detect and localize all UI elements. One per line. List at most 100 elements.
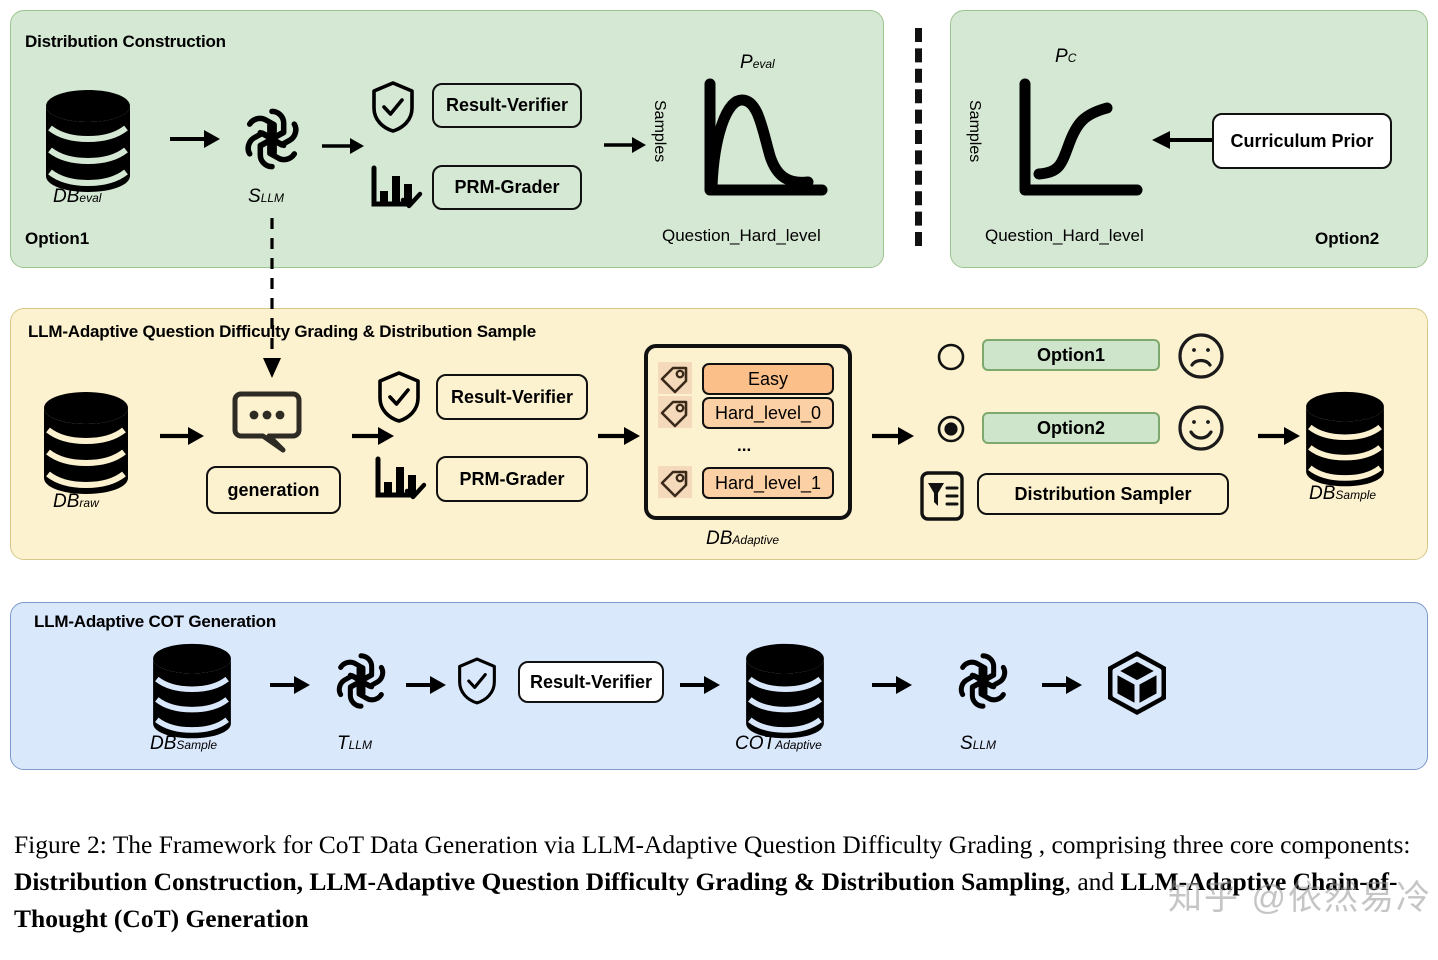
p-c-curve-chart bbox=[1015, 78, 1145, 200]
p-c-label-sub: C bbox=[1067, 51, 1077, 65]
db-raw-icon bbox=[40, 390, 132, 498]
panel-distribution-title: Distribution Construction bbox=[25, 32, 226, 51]
arrow-cot-to-sllm bbox=[872, 674, 914, 696]
speech-bubble-icon bbox=[232, 388, 305, 454]
p-eval-label: Peval bbox=[740, 52, 775, 74]
samples-axis-label-top: Samples bbox=[651, 100, 668, 163]
db-raw-label-sub: raw bbox=[79, 496, 99, 510]
arrow-grade-to-plot bbox=[604, 135, 648, 155]
tllm-label-sub: LLM bbox=[348, 738, 372, 752]
tag-icon-hard-1 bbox=[658, 466, 692, 498]
caption-mid: , and bbox=[1064, 867, 1121, 896]
panel-cot-generation bbox=[10, 602, 1428, 770]
arrow-grade-to-tags bbox=[598, 425, 642, 447]
cot-adaptive-icon bbox=[742, 642, 828, 742]
generation-box[interactable]: generation bbox=[206, 466, 341, 514]
db-raw-label: DBraw bbox=[53, 491, 99, 513]
shield-check-icon bbox=[370, 80, 416, 134]
sllm-label: SLLM bbox=[248, 186, 284, 208]
prm-grader-box-mid[interactable]: PRM-Grader bbox=[436, 456, 588, 502]
panel-divider bbox=[915, 28, 922, 246]
db-eval-label: DBeval bbox=[53, 186, 101, 208]
shield-check-icon-mid bbox=[376, 370, 422, 424]
tag-chip-easy[interactable]: Easy bbox=[702, 363, 834, 395]
sllm-label-main: S bbox=[248, 186, 261, 207]
radio-option1[interactable] bbox=[936, 342, 966, 372]
db-sample-label-mid-main: DB bbox=[1309, 483, 1336, 504]
bar-chart-check-icon-mid bbox=[374, 455, 427, 503]
db-sample-label-mid: DBSample bbox=[1309, 483, 1376, 505]
prm-grader-box-top[interactable]: PRM-Grader bbox=[432, 165, 582, 210]
arrow-tags-to-options bbox=[872, 425, 916, 447]
sllm-label-bottom: SLLM bbox=[960, 733, 996, 755]
option2-tag-right: Option2 bbox=[1315, 229, 1380, 248]
db-sample-label-bottom-sub: Sample bbox=[176, 738, 218, 752]
panel-cot-title: LLM-Adaptive COT Generation bbox=[34, 612, 277, 631]
sllm-label-bottom-main: S bbox=[960, 733, 973, 754]
tllm-label: TLLM bbox=[337, 733, 372, 755]
option1-chip[interactable]: Option1 bbox=[982, 339, 1160, 371]
panel-grading-title: LLM-Adaptive Question Difficulty Grading… bbox=[28, 322, 537, 341]
tag-icon-hard-0 bbox=[658, 396, 692, 428]
happy-face-icon bbox=[1177, 405, 1225, 451]
p-eval-label-main: P bbox=[740, 52, 753, 73]
p-eval-label-sub: eval bbox=[752, 57, 775, 71]
dashed-arrow-sllm-to-generation bbox=[258, 218, 288, 380]
figure-caption: Figure 2: The Framework for CoT Data Gen… bbox=[14, 826, 1426, 937]
curriculum-prior-box[interactable]: Curriculum Prior bbox=[1212, 113, 1392, 169]
caption-bold-part-1: Distribution Construction, LLM-Adaptive … bbox=[14, 867, 1065, 896]
arrow-tllm-to-verify bbox=[406, 674, 448, 696]
sllm-logo-icon-bottom bbox=[952, 650, 1014, 712]
result-verifier-box-top[interactable]: Result-Verifier bbox=[432, 83, 582, 128]
arrow-prior-to-curve bbox=[1152, 130, 1218, 150]
arrow-dbraw-to-generation bbox=[160, 425, 206, 447]
db-sample-label-mid-sub: Sample bbox=[1335, 488, 1377, 502]
db-eval-icon bbox=[42, 88, 134, 196]
cot-adaptive-label: COTAdaptive bbox=[735, 733, 822, 755]
cube-model-icon bbox=[1104, 648, 1170, 718]
db-eval-label-main: DB bbox=[53, 186, 80, 207]
tag-chip-hard-level-0[interactable]: Hard_level_0 bbox=[702, 397, 834, 429]
distribution-sampler-box[interactable]: Distribution Sampler bbox=[977, 473, 1229, 515]
result-verifier-box-mid[interactable]: Result-Verifier bbox=[436, 374, 588, 420]
arrow-sllm-to-cube bbox=[1042, 674, 1084, 696]
arrow-options-to-dbsample bbox=[1258, 425, 1302, 447]
db-adaptive-label-main: DB bbox=[706, 528, 733, 549]
arrow-verify-to-cot bbox=[680, 674, 722, 696]
arrow-dbsample-to-tllm bbox=[270, 674, 312, 696]
option1-tag-top: Option1 bbox=[25, 229, 90, 248]
p-c-label-main: P bbox=[1055, 46, 1068, 67]
samples-axis-label-right: Samples bbox=[966, 100, 983, 163]
bar-chart-check-icon bbox=[370, 164, 423, 212]
p-eval-curve-chart bbox=[700, 78, 830, 200]
db-sample-icon-bottom bbox=[148, 642, 236, 742]
arrow-sllm-to-verify bbox=[322, 136, 366, 156]
db-raw-label-main: DB bbox=[53, 491, 80, 512]
cot-adaptive-label-main: COT bbox=[735, 733, 776, 754]
db-adaptive-container bbox=[644, 344, 852, 520]
tllm-label-main: T bbox=[337, 733, 349, 754]
caption-bold-part-2: LLM-Adaptive Chain-of-Thought (CoT) Gene… bbox=[14, 867, 1398, 933]
cot-adaptive-label-sub: Adaptive bbox=[775, 738, 822, 752]
db-sample-icon-mid bbox=[1302, 390, 1388, 490]
filter-funnel-icon bbox=[919, 470, 965, 522]
arrow-db-to-sllm bbox=[170, 128, 222, 150]
radio-option2[interactable] bbox=[936, 414, 966, 444]
tag-chip-hard-level-1[interactable]: Hard_level_1 bbox=[702, 467, 834, 499]
arrow-generation-to-verify bbox=[352, 425, 396, 447]
shield-check-icon-bottom bbox=[456, 656, 498, 706]
x-axis-label-top: Question_Hard_level bbox=[662, 226, 821, 245]
sllm-label-sub: LLM bbox=[260, 191, 285, 205]
db-adaptive-label-sub: Adaptive bbox=[732, 533, 780, 547]
x-axis-label-right: Question_Hard_level bbox=[985, 226, 1144, 245]
option2-chip[interactable]: Option2 bbox=[982, 412, 1160, 444]
db-eval-label-sub: eval bbox=[79, 191, 102, 205]
caption-prefix: Figure 2: The Framework for CoT Data Gen… bbox=[14, 830, 1411, 859]
tags-ellipsis: ... bbox=[737, 436, 752, 455]
sad-face-icon bbox=[1177, 333, 1225, 379]
db-sample-label-bottom: DBSample bbox=[150, 733, 217, 755]
p-c-label: PC bbox=[1055, 46, 1076, 68]
tllm-logo-icon bbox=[330, 650, 392, 712]
result-verifier-box-bottom[interactable]: Result-Verifier bbox=[518, 661, 664, 703]
